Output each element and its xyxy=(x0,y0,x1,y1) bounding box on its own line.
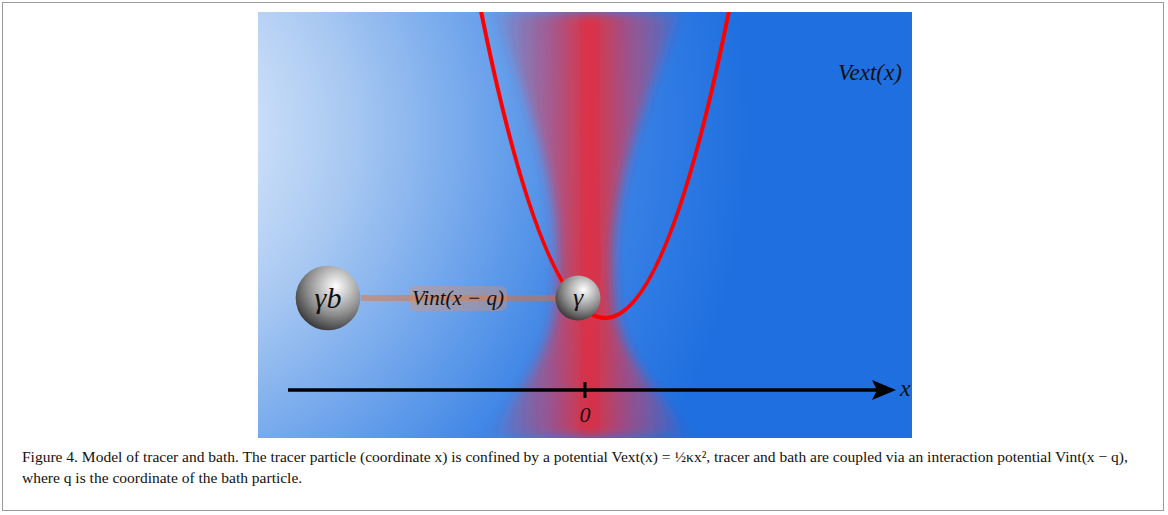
medium-background xyxy=(258,12,912,438)
particle-label: γb xyxy=(315,281,342,315)
figure-caption: Figure 4. Model of tracer and bath. The … xyxy=(22,446,1146,488)
harmonic-potential xyxy=(478,12,732,318)
bath-particle: γb xyxy=(295,265,361,331)
interaction-label: Vint(x − q) xyxy=(409,286,507,311)
axis-arrowhead xyxy=(872,380,896,400)
axis-label: x xyxy=(900,375,911,402)
tracer-particle: γ xyxy=(555,275,601,321)
particle-label: γ xyxy=(573,283,583,313)
laser-beam xyxy=(490,12,690,438)
origin-label: 0 xyxy=(580,402,591,428)
potential-label: Vext(x) xyxy=(838,60,902,86)
axis-tick xyxy=(584,382,587,398)
